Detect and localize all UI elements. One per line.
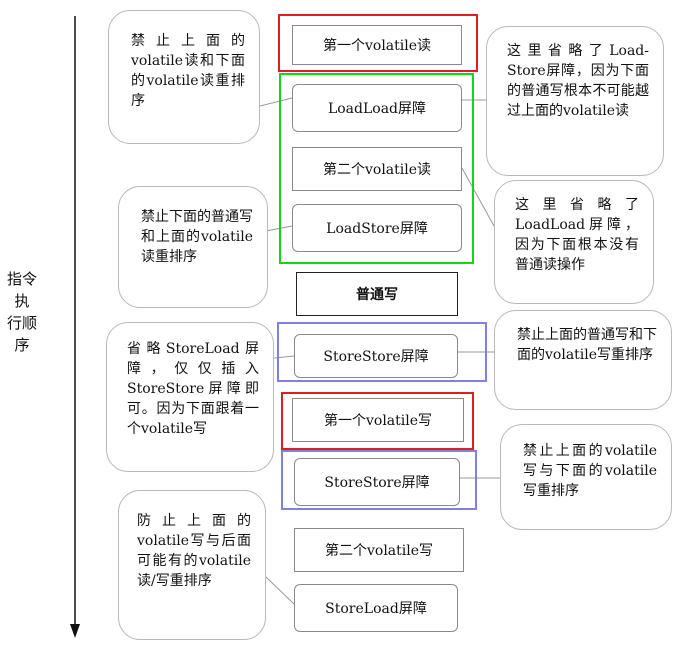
step-loadload-barrier: LoadLoad屏障: [292, 84, 462, 132]
note-left-storestore-1: 省略StoreLoad屏障，仅仅插入StoreStore屏障即可。因为下面跟着一…: [106, 322, 274, 472]
frame-storestore-1: [277, 322, 487, 382]
frame-volatile-write-1: [281, 392, 474, 450]
step-volatile-write-2: 第二个volatile写: [294, 528, 464, 572]
step-volatile-write-1: 第一个volatile写: [292, 398, 464, 442]
step-volatile-read-2: 第二个volatile读: [292, 147, 462, 191]
note-left-loadload: 禁止上面的volatile读和下面的volatile读重排序: [108, 10, 260, 144]
step-storestore-barrier-2: StoreStore屏障: [294, 458, 460, 506]
step-normal-write: 普通写: [296, 272, 458, 316]
axis-label-line2: 行顺序: [6, 314, 37, 354]
note-left-loadstore: 禁止下面的普通写和上面的volatile读重排序: [118, 186, 268, 308]
time-axis-arrow: [70, 16, 80, 638]
axis-label: 指令执 行顺序: [0, 268, 44, 356]
step-volatile-read-1: 第一个volatile读: [292, 25, 462, 65]
step-loadstore-barrier: LoadStore屏障: [292, 204, 462, 252]
note-right-loadstore-omitted: 这里省略了Load-Store屏障，因为下面的普通写根本不可能越过上面的vola…: [486, 26, 664, 176]
note-right-storestore-1: 禁止上面的普通写和下面的volatile写重排序: [494, 310, 672, 410]
axis-label-line1: 指令执: [6, 270, 37, 310]
note-right-loadload-omitted: 这里省略了LoadLoad屏障，因为下面根本没有普通读操作: [494, 180, 654, 304]
frame-volatile-read-2-barriers: [279, 73, 474, 264]
step-storeload-barrier: StoreLoad屏障: [294, 584, 458, 632]
frame-storestore-2: [281, 450, 477, 510]
note-right-storestore-2: 禁止上面的volatile写与下面的volatile写重排序: [500, 424, 672, 530]
step-storestore-barrier-1: StoreStore屏障: [294, 334, 458, 378]
note-left-storeload: 防止上面的volatile写与后面可能有的volatile读/写重排序: [118, 490, 266, 640]
frame-volatile-read-1: [278, 14, 478, 72]
